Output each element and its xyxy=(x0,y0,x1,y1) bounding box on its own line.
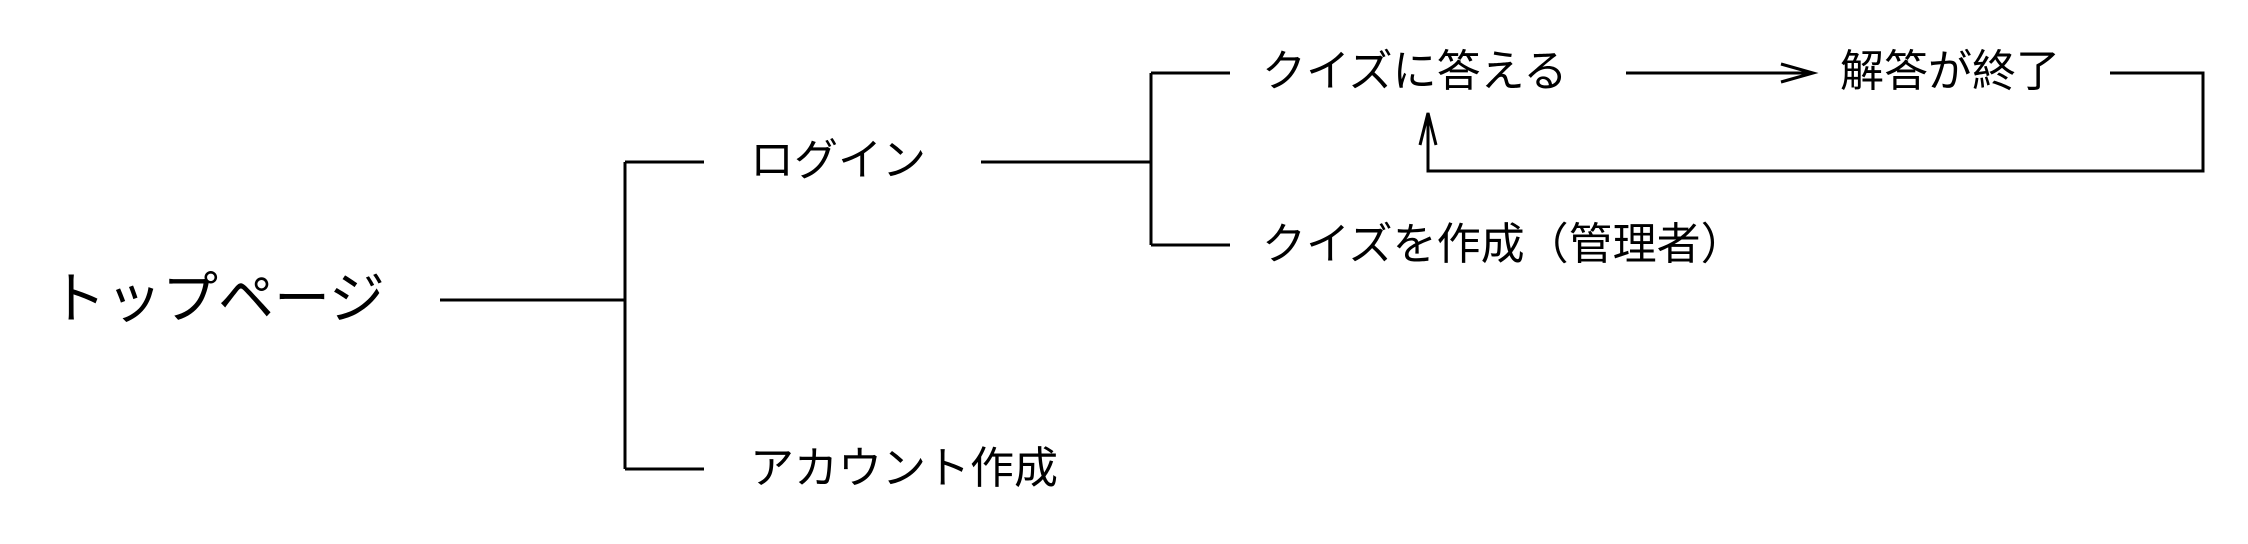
arrowhead-right xyxy=(1780,62,1819,84)
loop-back-line xyxy=(1426,71,2205,173)
node-login: ログイン xyxy=(750,135,926,186)
node-create-account: アカウント作成 xyxy=(750,443,1058,494)
node-create-quiz-admin: クイズを作成（管理者） xyxy=(1262,219,1745,270)
node-answer-quiz: クイズに答える xyxy=(1262,46,1568,97)
node-answer-finished: 解答が終了 xyxy=(1840,46,2060,97)
arrowhead-up xyxy=(1418,112,1438,146)
node-top-page: トップページ xyxy=(50,267,385,332)
